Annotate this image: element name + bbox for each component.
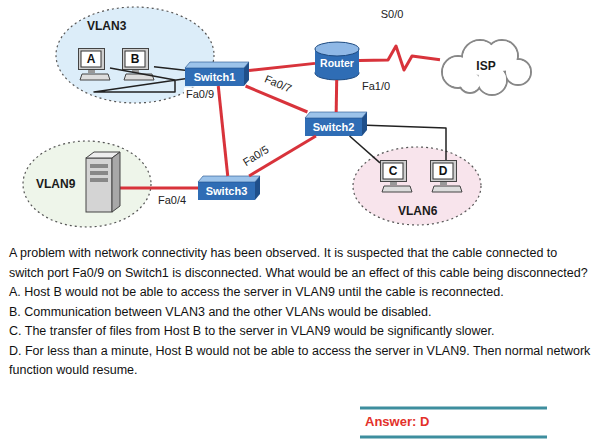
host-letter: B	[125, 51, 145, 67]
answer-option: B. Communication between VLAN3 and the o…	[9, 303, 593, 323]
host-computer: D	[430, 160, 462, 194]
server-body	[86, 158, 112, 212]
switch-front	[185, 68, 244, 86]
host-letter: A	[81, 51, 101, 67]
device-name: ISP	[440, 36, 532, 96]
monitor	[431, 161, 457, 182]
host-computer: A	[78, 48, 110, 82]
switch-side	[362, 112, 367, 136]
stand	[390, 182, 397, 185]
server-drive	[90, 178, 108, 182]
router-icon: Router	[315, 42, 359, 80]
keyboard	[432, 186, 462, 192]
device-name: Router	[315, 57, 359, 69]
switch-top	[185, 62, 249, 68]
router-top	[315, 42, 359, 56]
cloud-fill	[506, 60, 530, 84]
stand	[88, 70, 95, 73]
server-drive	[90, 171, 108, 175]
port-label: S0/0	[379, 8, 406, 21]
network-link	[249, 63, 315, 70]
rule-line	[360, 407, 547, 410]
server-drive	[90, 164, 108, 168]
vlan-outline	[23, 141, 151, 227]
vlan-region: VLAN6 C D	[352, 146, 482, 226]
switch-icon: Switch2	[305, 112, 367, 136]
switch-top	[198, 176, 260, 182]
switch-side	[255, 176, 260, 200]
host-computer: B	[122, 48, 154, 82]
vlan-name: VLAN3	[87, 19, 126, 33]
switch-icon: Switch1	[185, 62, 249, 86]
server-icon	[86, 152, 120, 212]
host-computer: C	[380, 160, 412, 194]
keyboard	[80, 74, 110, 80]
switch-top	[305, 112, 367, 118]
answer-key: Answer: D	[365, 414, 429, 430]
device-name: Switch3	[198, 182, 255, 200]
switch-front	[198, 182, 255, 200]
switch-side	[244, 62, 249, 86]
monitor	[79, 49, 105, 70]
server-link	[112, 187, 198, 190]
stand	[132, 70, 139, 73]
screen	[383, 163, 403, 179]
monitor	[381, 161, 407, 182]
port-label: Fa1/0	[360, 80, 392, 93]
question-text: A problem with network connectivity has …	[9, 244, 593, 283]
network-link	[335, 80, 339, 112]
port-label: Fa0/4	[156, 194, 188, 207]
answer-option: A. Host B would not be able to access th…	[9, 283, 593, 303]
keyboard	[124, 74, 154, 80]
device-name: Switch2	[305, 118, 362, 136]
network-diagram: VLAN3A B Switch1 Router ISP Switch2VLAN9 Switc…	[0, 0, 600, 235]
keyboard	[382, 186, 412, 192]
isp-cloud: ISP	[440, 36, 532, 96]
vlan-name: VLAN9	[36, 177, 75, 191]
host-link	[350, 136, 380, 163]
cloud-fill	[460, 72, 480, 92]
vlan-name: VLAN6	[398, 204, 437, 218]
switch-icon: Switch3	[198, 176, 260, 200]
switch-front	[305, 118, 362, 136]
host-letter: D	[433, 163, 453, 179]
screen	[81, 51, 101, 67]
rule-line	[360, 436, 547, 439]
question-block: A problem with network connectivity has …	[9, 244, 593, 381]
host-letter: C	[383, 163, 403, 179]
illustration-layer	[0, 0, 600, 235]
screen	[125, 51, 145, 67]
screen	[433, 163, 453, 179]
network-link	[359, 46, 440, 70]
device-name: Switch1	[185, 68, 244, 86]
port-label: Fa0/7	[261, 72, 296, 97]
server-side	[112, 152, 120, 212]
port-label: Fa0/9	[184, 88, 216, 101]
monitor	[123, 49, 149, 70]
stand	[440, 182, 447, 185]
answer-option: C. The transfer of files from Host B to …	[9, 322, 593, 342]
vlan-outline	[353, 147, 481, 225]
network-link	[218, 86, 227, 176]
answer-option: D. For less than a minute, Host B would …	[9, 342, 593, 381]
